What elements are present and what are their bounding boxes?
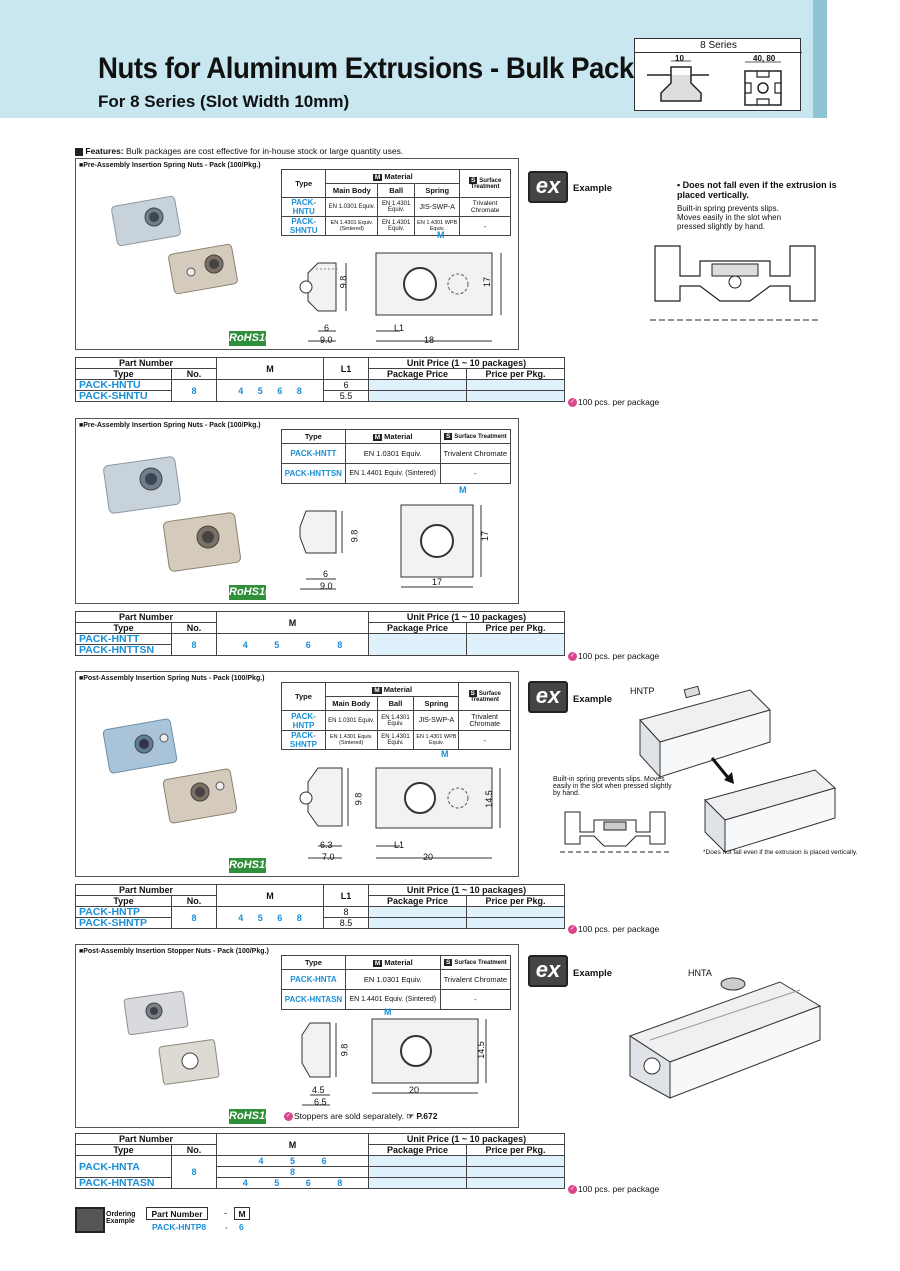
section-2-panel: ■Pre-Assembly Insertion Spring Nuts - Pa… <box>75 418 519 604</box>
drawing-2 <box>299 504 482 590</box>
drawing-4 <box>301 1018 487 1106</box>
side-margin <box>827 0 900 118</box>
page-subtitle: For 8 Series (Slot Width 10mm) <box>98 92 350 111</box>
stopper-note: ✓Stoppers are sold separately. ☞ P.672 <box>284 1111 438 1122</box>
example-1-note: • Does not fall even if the extrusion is… <box>677 180 837 200</box>
ordering-value: PACK-HNTP8 <box>152 1222 207 1232</box>
ordering-label: Ordering Example <box>106 1211 136 1225</box>
drawing-1 <box>299 252 502 342</box>
nut-photo <box>106 985 256 1095</box>
extrusion-3d-diagram <box>639 685 837 854</box>
hnta-label: HNTA <box>688 968 712 978</box>
extrusion-slot-diagram <box>560 811 670 853</box>
example-icon: ex <box>528 171 568 203</box>
series-box: 8 Series 10 40, 80 <box>634 38 802 111</box>
example-1-text: Built-in spring prevents slips. Moves ea… <box>677 204 782 231</box>
drawing-3 <box>299 767 501 859</box>
nut-photo <box>96 189 266 309</box>
features-text: Bulk packages are cost effective for in-… <box>126 146 404 156</box>
ordering-icon <box>75 1207 105 1233</box>
nut-photo <box>96 449 266 579</box>
features-line: Features: Bulk packages are cost effecti… <box>75 146 403 156</box>
package-note: ✓100 pcs. per package <box>568 397 660 408</box>
section-1-title: ■Pre-Assembly Insertion Spring Nuts - Pa… <box>79 162 261 169</box>
section-1-panel: ■Pre-Assembly Insertion Spring Nuts - Pa… <box>75 158 519 350</box>
slot-profile-icon <box>647 60 782 106</box>
example-3-note: *Does not fall even if the extrusion is … <box>703 849 858 856</box>
section-4-panel: ■Post-Assembly Insertion Stopper Nuts - … <box>75 944 519 1128</box>
extrusion-slot-diagram <box>650 245 820 321</box>
extrusion-3d-diagram <box>628 977 822 1099</box>
rohs-badge: RoHS10 <box>229 331 272 346</box>
nut-photo <box>96 712 266 832</box>
slot-dim: 10 <box>675 54 684 63</box>
section-3-panel: ■Post-Assembly Insertion Spring Nuts - P… <box>75 671 519 877</box>
page-title: Nuts for Aluminum Extrusions - Bulk Pack… <box>98 52 695 85</box>
example-3-text: Built-in spring prevents slips. Moves ea… <box>553 776 672 797</box>
hntp-label: HNTP <box>630 686 655 696</box>
col-type: Type <box>280 169 327 198</box>
size-dim: 40, 80 <box>753 54 776 63</box>
series-label: 8 Series <box>635 39 802 53</box>
features-label: Features: <box>85 146 124 156</box>
